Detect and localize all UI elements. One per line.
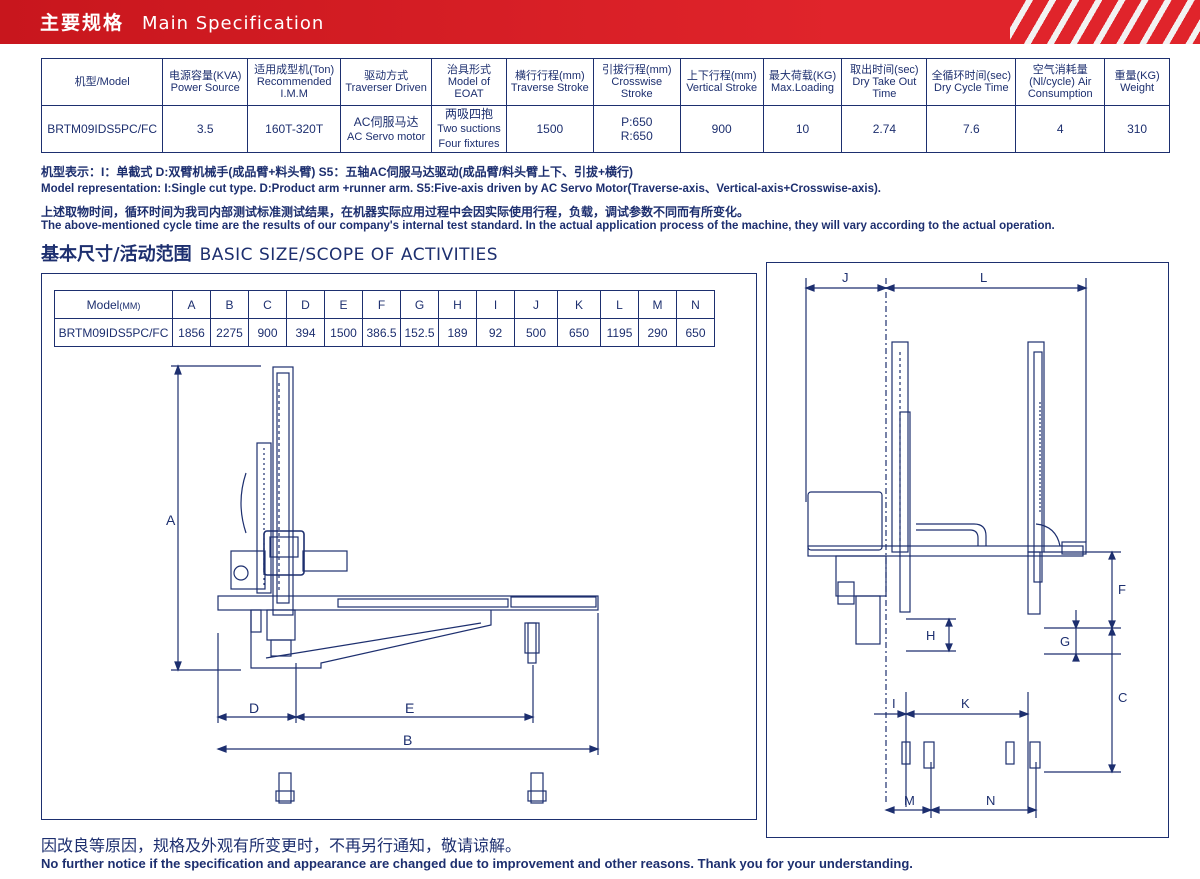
dims-header-cell: A xyxy=(172,290,211,319)
spec-value-cell: BRTM09IDS5PC/FC xyxy=(40,105,164,153)
dim-label-a: A xyxy=(166,512,176,528)
spec-value-cell: 4 xyxy=(1015,105,1106,153)
dims-header-cell: C xyxy=(248,290,287,319)
dim-label-c: C xyxy=(1118,690,1127,705)
spec-header-cell: 全循环时间(sec)Dry Cycle Time xyxy=(926,58,1017,106)
dims-value-cell: 2275 xyxy=(210,318,249,347)
spec-header-row: 机型/Model 电源容量(KVA)Power Source 适用成型机(Ton… xyxy=(40,58,1170,106)
cycle-note-zh: 上述取物时间，循环时间为我司内部测试标准测试结果，在机器实际应用过程中会因实际使… xyxy=(41,205,750,219)
dims-value-row: BRTM09IDS5PC/FC 1856 2275 900 394 1500 3… xyxy=(54,318,715,347)
dim-label-m: M xyxy=(904,793,915,808)
dims-value-cell: 1500 xyxy=(324,318,363,347)
spec-value-cell: 1500 xyxy=(505,105,594,153)
cycle-note-en: The above-mentioned cycle time are the r… xyxy=(41,220,1055,232)
footer-notice-en: No further notice if the specification a… xyxy=(41,856,913,871)
spec-value-cell: 7.6 xyxy=(926,105,1017,153)
dims-value-cell: 650 xyxy=(676,318,715,347)
dim-label-n: N xyxy=(986,793,995,808)
dim-label-k: K xyxy=(961,696,970,711)
spec-header-cell: 最大荷载(KG)Max.Loading xyxy=(762,58,843,106)
banner-stripes xyxy=(1010,0,1200,44)
dim-label-e: E xyxy=(405,700,414,716)
dims-value-cell: 500 xyxy=(514,318,558,347)
dims-header-cell: F xyxy=(362,290,401,319)
dims-value-cell: 290 xyxy=(638,318,677,347)
dims-header-cell: E xyxy=(324,290,363,319)
dims-header-cell: H xyxy=(438,290,477,319)
spec-header-cell: 上下行程(mm)Vertical Stroke xyxy=(679,58,764,106)
section-title-zh: 基本尺寸/活动范围 xyxy=(41,244,192,265)
dims-value-cell: 1195 xyxy=(600,318,639,347)
dims-header-model: Model(MM) xyxy=(54,290,173,319)
model-representation-en: Model representation: I:Single cut type.… xyxy=(41,183,881,195)
spec-header-cell: 电源容量(KVA)Power Source xyxy=(162,58,249,106)
spec-value-cell: 3.5 xyxy=(162,105,249,153)
spec-value-cell: 160T-320T xyxy=(247,105,342,153)
spec-header-cell: 取出时间(sec)Dry Take Out Time xyxy=(841,58,928,106)
dims-value-cell: 900 xyxy=(248,318,287,347)
dims-header-cell: B xyxy=(210,290,249,319)
dims-value-cell: 394 xyxy=(286,318,325,347)
dims-value-cell: 1856 xyxy=(172,318,211,347)
section-title-en: BASIC SIZE/SCOPE OF ACTIVITIES xyxy=(199,245,499,265)
dimensions-table: Model(MM) A B C D E F G H I J K L M N BR… xyxy=(54,290,715,347)
dim-label-h: H xyxy=(926,628,935,643)
front-view-panel xyxy=(41,273,757,820)
dims-value-cell: 152.5 xyxy=(400,318,439,347)
banner-title-zh: 主要规格 xyxy=(40,12,125,34)
dims-header-cell: J xyxy=(514,290,558,319)
dim-label-l: L xyxy=(980,270,987,285)
dims-header-row: Model(MM) A B C D E F G H I J K L M N xyxy=(54,290,715,319)
dim-label-d: D xyxy=(249,700,259,716)
dim-label-f: F xyxy=(1118,582,1126,597)
spec-header-cell: 重量(KG)Weight xyxy=(1104,58,1170,106)
dim-label-b: B xyxy=(403,732,412,748)
dims-value-cell: 189 xyxy=(438,318,477,347)
dims-value-cell: 92 xyxy=(476,318,515,347)
dims-header-cell: D xyxy=(286,290,325,319)
spec-value-cell: 900 xyxy=(679,105,764,153)
dims-value-cell: 386.5 xyxy=(362,318,401,347)
spec-value-cell: 10 xyxy=(762,105,843,153)
spec-value-cell: 310 xyxy=(1104,105,1170,153)
spec-header-cell: 适用成型机(Ton)Recommended I.M.M xyxy=(247,58,342,106)
dim-label-j: J xyxy=(842,270,849,285)
header-banner: 主要规格 Main Specification xyxy=(0,0,1200,44)
spec-header-cell: 空气消耗量(Nl/cycle) Air Consumption xyxy=(1015,58,1106,106)
spec-value-cell: 2.74 xyxy=(841,105,928,153)
banner-title-en: Main Specification xyxy=(142,13,325,34)
spec-table: 机型/Model 电源容量(KVA)Power Source 适用成型机(Ton… xyxy=(40,58,1170,153)
spec-header-cell: 引拔行程(mm)Crosswise Stroke xyxy=(592,58,681,106)
dims-header-cell: N xyxy=(676,290,715,319)
model-representation-zh: 机型表示：I：单截式 D:双臂机械手(成品臂+料头臂) S5：五轴AC伺服马达驱… xyxy=(41,165,634,179)
side-view-drawing: J L F G H C I K M N xyxy=(804,270,1127,818)
dim-label-i: I xyxy=(892,696,896,711)
dims-model-cell: BRTM09IDS5PC/FC xyxy=(54,318,173,347)
spec-header-cell: 机型/Model xyxy=(40,58,164,106)
spec-header-cell: 横行行程(mm)Traverse Stroke xyxy=(505,58,594,106)
front-view-drawing: A D E B xyxy=(166,364,600,804)
side-view-panel xyxy=(766,262,1169,838)
section-title-basic-size: 基本尺寸/活动范围 BASIC SIZE/SCOPE OF ACTIVITIES xyxy=(41,240,498,266)
banner-title: 主要规格 Main Specification xyxy=(40,8,324,35)
dim-label-g: G xyxy=(1060,634,1070,649)
footer-notice-zh: 因改良等原因，规格及外观有所变更时，不再另行通知，敬请谅解。 xyxy=(41,836,522,855)
